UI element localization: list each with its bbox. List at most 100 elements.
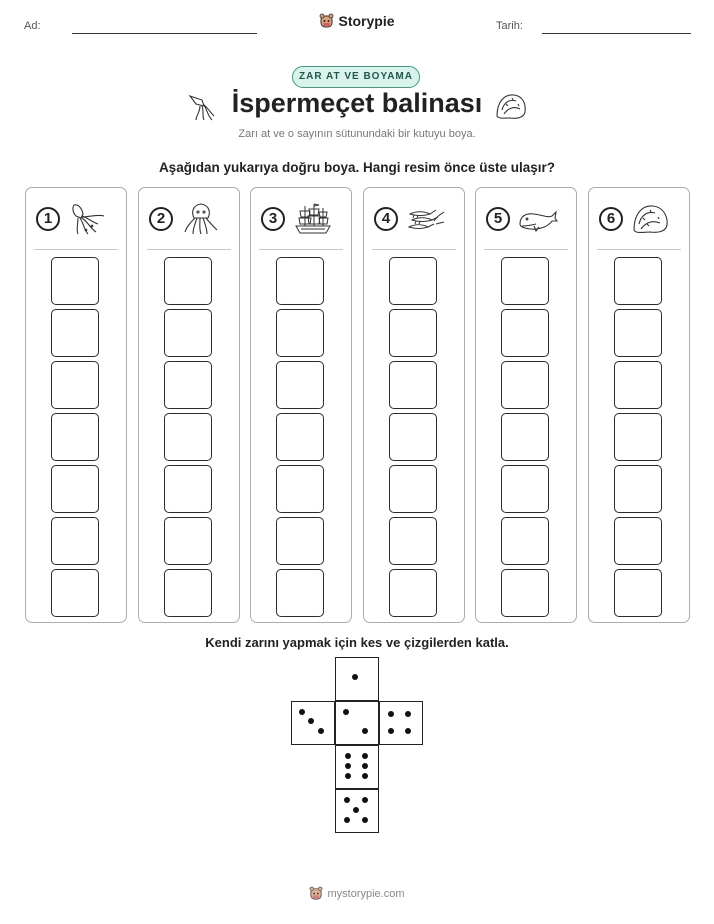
color-box[interactable] [614, 465, 662, 513]
color-box[interactable] [276, 309, 324, 357]
dice-face-1 [335, 657, 379, 701]
dice-pip [344, 817, 350, 823]
storypie-mascot-icon [310, 886, 323, 900]
ambergris-icon [496, 94, 526, 119]
color-box[interactable] [164, 413, 212, 461]
ship-icon [295, 203, 331, 234]
dice-face-2 [335, 701, 379, 745]
color-box[interactable] [501, 257, 549, 305]
ambergris-icon [633, 205, 668, 234]
krill-icon [407, 209, 445, 229]
color-box[interactable] [501, 517, 549, 565]
dice-pip [362, 728, 368, 734]
column-1: 1 [25, 187, 127, 623]
color-box[interactable] [276, 569, 324, 617]
dice-face-4 [379, 701, 423, 745]
color-box[interactable] [501, 309, 549, 357]
color-box[interactable] [164, 257, 212, 305]
dice-pip [352, 674, 358, 680]
octopus-icon [184, 203, 218, 235]
name-label: Ad: [24, 20, 41, 32]
dice-face-5 [335, 789, 379, 833]
column-divider [34, 249, 118, 250]
column-divider [484, 249, 568, 250]
page-subtitle: Zarı at ve o sayının sütunundaki bir kut… [238, 128, 476, 140]
color-box[interactable] [164, 465, 212, 513]
brand-name: Storypie [338, 13, 395, 29]
column-3: 3 [250, 187, 352, 623]
column-number: 1 [36, 207, 60, 231]
dice-pip [344, 797, 350, 803]
column-2: 2 [138, 187, 240, 623]
column-number: 3 [261, 207, 285, 231]
coloring-instruction: Aşağıdan yukarıya doğru boya. Hangi resi… [158, 160, 556, 175]
column-6: 6 [588, 187, 690, 623]
color-box[interactable] [276, 517, 324, 565]
color-box[interactable] [51, 413, 99, 461]
column-divider [597, 249, 681, 250]
color-box[interactable] [614, 413, 662, 461]
activity-badge: ZAR AT VE BOYAMA [292, 66, 420, 88]
dice-pip [388, 711, 394, 717]
color-box[interactable] [389, 413, 437, 461]
color-box[interactable] [276, 257, 324, 305]
dice-pip [308, 718, 314, 724]
dice-pip [362, 753, 368, 759]
color-box[interactable] [614, 309, 662, 357]
color-box[interactable] [389, 257, 437, 305]
dice-face-6 [335, 745, 379, 789]
storypie-mascot-icon [320, 13, 334, 28]
color-box[interactable] [164, 361, 212, 409]
color-box[interactable] [276, 465, 324, 513]
color-box[interactable] [389, 465, 437, 513]
color-box[interactable] [51, 569, 99, 617]
color-box[interactable] [164, 517, 212, 565]
column-divider [259, 249, 343, 250]
color-box[interactable] [164, 569, 212, 617]
column-number: 5 [486, 207, 510, 231]
column-divider [372, 249, 456, 250]
dice-pip [345, 773, 351, 779]
color-box[interactable] [501, 569, 549, 617]
date-line [542, 33, 691, 34]
dice-pip [362, 817, 368, 823]
column-number: 2 [149, 207, 173, 231]
color-box[interactable] [614, 257, 662, 305]
color-box[interactable] [51, 257, 99, 305]
dice-pip [362, 763, 368, 769]
color-box[interactable] [614, 517, 662, 565]
color-box[interactable] [51, 517, 99, 565]
color-box[interactable] [389, 517, 437, 565]
column-5: 5 [475, 187, 577, 623]
color-box[interactable] [389, 569, 437, 617]
color-box[interactable] [389, 361, 437, 409]
dice-pip [362, 773, 368, 779]
dice-pip [318, 728, 324, 734]
color-box[interactable] [51, 361, 99, 409]
color-box[interactable] [51, 465, 99, 513]
column-number: 4 [374, 207, 398, 231]
dice-pip [353, 807, 359, 813]
color-box[interactable] [276, 413, 324, 461]
color-box[interactable] [276, 361, 324, 409]
footer-url[interactable]: mystorypie.com [327, 887, 405, 900]
color-box[interactable] [51, 309, 99, 357]
color-box[interactable] [501, 361, 549, 409]
dice-pip [388, 728, 394, 734]
color-box[interactable] [501, 413, 549, 461]
date-label: Tarih: [496, 20, 523, 32]
dice-pip [405, 711, 411, 717]
footer: mystorypie.com [0, 886, 714, 906]
color-box[interactable] [501, 465, 549, 513]
dice-pip [345, 763, 351, 769]
column-number: 6 [599, 207, 623, 231]
dice-pip [343, 709, 349, 715]
dice-face-3 [291, 701, 335, 745]
color-box[interactable] [389, 309, 437, 357]
name-line [72, 33, 257, 34]
dice-instruction: Kendi zarını yapmak için kes ve çizgiler… [205, 635, 509, 650]
color-box[interactable] [614, 361, 662, 409]
color-box[interactable] [614, 569, 662, 617]
color-box[interactable] [164, 309, 212, 357]
dice-pip [299, 709, 305, 715]
